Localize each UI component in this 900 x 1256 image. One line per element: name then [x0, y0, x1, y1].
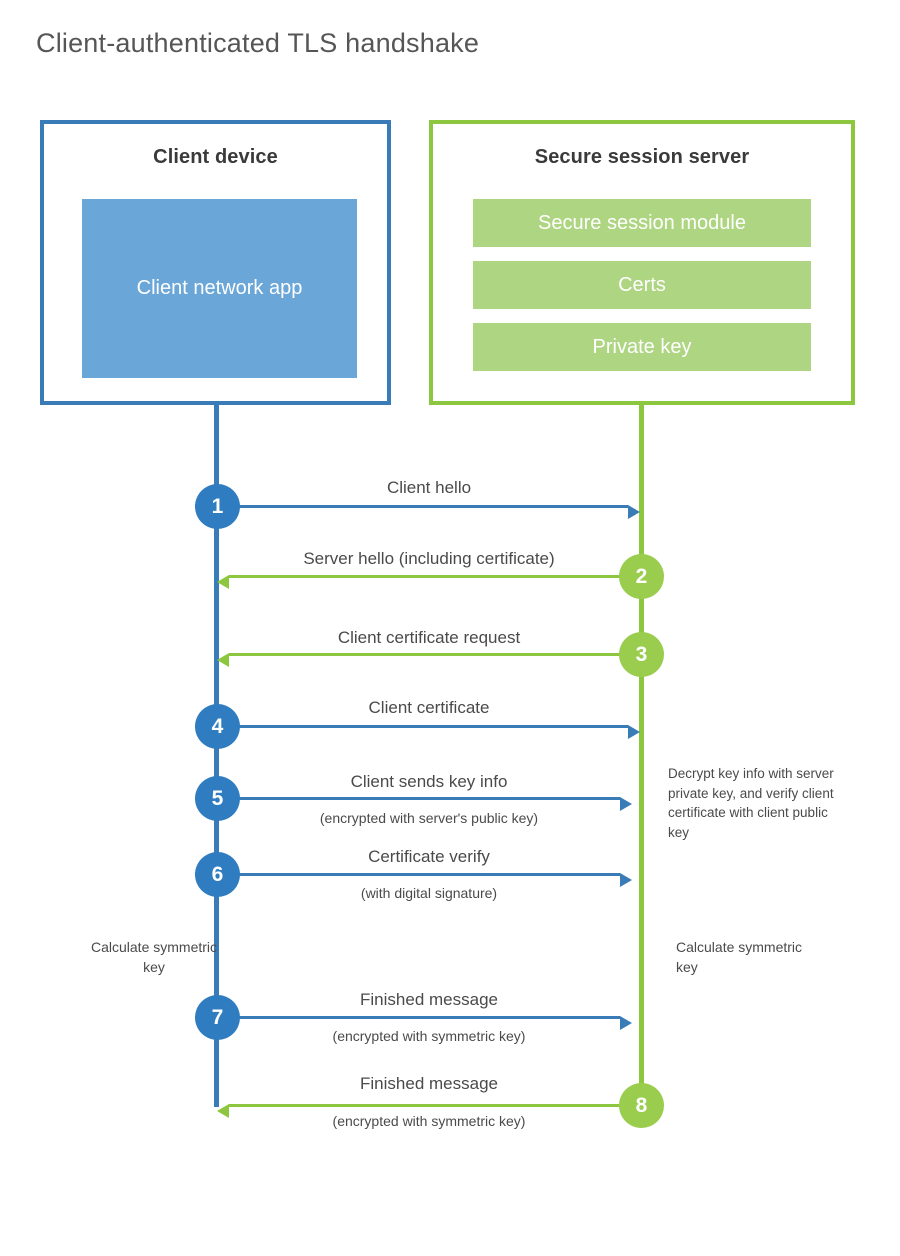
secure-session-server-title: Secure session server [534, 146, 750, 168]
message-label-5: Client sends key info [350, 772, 508, 791]
message-arrow-1 [216, 505, 628, 508]
arrowhead-right-icon [620, 873, 632, 887]
step-badge-6[interactable]: 6 [195, 852, 240, 897]
arrowhead-left-icon [217, 653, 229, 667]
step-badge-4[interactable]: 4 [195, 704, 240, 749]
message-arrow-6 [216, 873, 620, 876]
page-title: Client-authenticated TLS handshake [36, 28, 480, 58]
message-label-6: Certificate verify [368, 847, 490, 866]
step-badge-5[interactable]: 5 [195, 776, 240, 821]
client-device-box: Client device Client network app [40, 120, 391, 405]
message-arrow-5 [216, 797, 620, 800]
message-sublabel-7: (encrypted with symmetric key) [332, 1028, 526, 1044]
arrowhead-left-icon [217, 575, 229, 589]
message-arrow-4 [216, 725, 628, 728]
server-component-stack: Secure session module Certs Private key [473, 199, 811, 371]
message-sublabel-8: (encrypted with symmetric key) [332, 1113, 526, 1129]
message-label-7: Finished message [360, 990, 498, 1009]
arrowhead-right-icon [628, 725, 640, 739]
server-component-secure-session-module: Secure session module [473, 199, 811, 247]
server-calculate-symmetric-key-note: Calculate symmetric key [676, 939, 803, 975]
arrowhead-left-icon [217, 1104, 229, 1118]
message-label-1: Client hello [386, 478, 472, 497]
step-badge-2[interactable]: 2 [619, 554, 664, 599]
server-decrypt-note: Decrypt key info with server private key… [668, 766, 834, 840]
message-label-2: Server hello (including certificate) [303, 549, 555, 568]
client-calculate-symmetric-key-note: Calculate symmetric key [90, 939, 218, 975]
message-arrow-2 [229, 575, 629, 578]
client-network-app-block: Client network app [82, 199, 357, 378]
client-lifeline [214, 405, 219, 1107]
message-sublabel-6: (with digital signature) [360, 885, 498, 901]
server-component-certs: Certs [473, 261, 811, 309]
step-badge-3[interactable]: 3 [619, 632, 664, 677]
step-badge-1[interactable]: 1 [195, 484, 240, 529]
server-component-private-key: Private key [473, 323, 811, 371]
message-arrow-8 [229, 1104, 629, 1107]
step-badge-8[interactable]: 8 [619, 1083, 664, 1128]
arrowhead-right-icon [620, 797, 632, 811]
message-label-4: Client certificate [368, 698, 490, 717]
message-sublabel-5: (encrypted with server's public key) [319, 810, 539, 826]
message-arrow-7 [216, 1016, 620, 1019]
message-label-3: Client certificate request [337, 628, 521, 647]
step-badge-7[interactable]: 7 [195, 995, 240, 1040]
secure-session-server-box: Secure session server Secure session mod… [429, 120, 855, 405]
client-device-title: Client device [153, 146, 278, 168]
message-arrow-3 [229, 653, 629, 656]
server-lifeline [639, 405, 644, 1107]
arrowhead-right-icon [620, 1016, 632, 1030]
message-label-8: Finished message [360, 1074, 498, 1093]
arrowhead-right-icon [628, 505, 640, 519]
